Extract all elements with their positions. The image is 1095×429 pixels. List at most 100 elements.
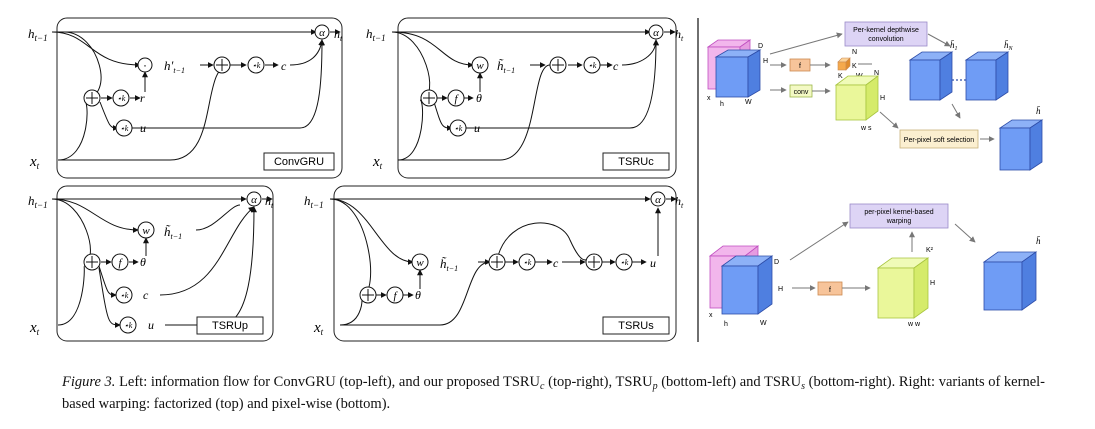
u-label: u — [140, 121, 146, 135]
warp-pixelwise: x h D H W f K² H w w per-pixel kernel-ba… — [708, 203, 1041, 328]
x-in-label: xt — [313, 320, 324, 337]
dim-ws: w s — [860, 125, 872, 132]
w-node — [411, 253, 429, 271]
caption-sub-p: p — [652, 381, 658, 392]
h-in-label: ht−1 — [304, 193, 324, 210]
panel-tag-text: ConvGRU — [274, 156, 324, 168]
dim-N: N — [852, 49, 857, 56]
kernel-label: ⋆k — [120, 291, 129, 300]
dim-D: D — [758, 43, 763, 50]
pixelwise-label-1: per-pixel kernel-based — [864, 209, 933, 216]
alpha-label: α — [319, 27, 325, 39]
panel-frame — [56, 17, 343, 179]
softsel-box — [899, 129, 979, 149]
pixelwise-label-2: warping — [886, 218, 912, 225]
kernel-node — [115, 286, 133, 304]
dim-K: K — [852, 63, 857, 70]
kernel-node — [583, 56, 601, 74]
panel-frame — [333, 185, 677, 342]
panel-tsrup: ht−1 xt ht f θ ⋆k c ⋆k u w h̃t−1 α TSRUp — [28, 185, 274, 342]
kernel-node — [518, 253, 536, 271]
kernel-label: ⋆k — [117, 94, 126, 103]
htilde-label: h̃t−1 — [497, 58, 515, 75]
kernel-node — [112, 89, 130, 107]
dim-H: H — [930, 280, 935, 287]
dim-x: x — [707, 95, 711, 102]
figure-caption: Figure 3. Left: information flow for Con… — [62, 372, 1062, 415]
alpha-node — [246, 191, 262, 207]
w-label: w — [476, 60, 484, 72]
w-node — [137, 221, 155, 239]
alpha-node — [650, 191, 666, 207]
c-label: c — [281, 59, 287, 73]
x-in-label: xt — [372, 154, 383, 171]
warp-factorized: x h H D W Per-kernel depthwise convoluti… — [706, 21, 1044, 171]
h-in-label: ht−1 — [28, 26, 48, 43]
panel-tag-text: TSRUs — [618, 320, 654, 332]
panel-frame — [397, 17, 677, 179]
w-node — [471, 56, 489, 74]
kernel-node — [449, 119, 467, 137]
dim-h: h — [724, 321, 728, 328]
hbar-label: h̄ — [1036, 236, 1041, 246]
kernel-label: ⋆k — [620, 258, 629, 267]
dot-label: · — [143, 58, 147, 72]
x-in-label: xt — [29, 154, 40, 171]
dim-h: h — [720, 101, 724, 108]
dim-D: D — [774, 259, 779, 266]
dim-x: x — [709, 312, 713, 319]
alpha-label: α — [655, 194, 661, 206]
caption-text-4: (bottom-right). Right: variants of kerne… — [62, 374, 1045, 412]
hN-label: h̄N — [1004, 40, 1014, 52]
w-label: w — [142, 225, 150, 237]
w-label: w — [416, 257, 424, 269]
f-node — [111, 253, 129, 271]
dim-W: W — [760, 320, 767, 327]
u-label: u — [650, 256, 656, 270]
kernel-label: ⋆k — [523, 258, 532, 267]
dim-H: H — [778, 286, 783, 293]
kernel-node — [615, 253, 633, 271]
f-node — [447, 89, 465, 107]
dim-H: H — [880, 95, 885, 102]
dim-H: H — [763, 58, 768, 65]
dim-ww: w w — [907, 321, 921, 328]
caption-text-3: (bottom-left) and TSRU — [657, 374, 802, 390]
htilde-label: h̃t−1 — [164, 224, 182, 241]
hprime-label: h′t−1 — [164, 58, 185, 75]
f-node — [386, 286, 404, 304]
panel-tag — [196, 316, 264, 335]
dim-N: N — [874, 70, 879, 77]
caption-text-1: Left: information flow for ConvGRU (top-… — [115, 374, 541, 390]
c-label: c — [613, 59, 619, 73]
kernel-label: ⋆k — [124, 321, 133, 330]
panel-tag-text: TSRUc — [618, 156, 654, 168]
caption-sub-s: s — [801, 381, 805, 392]
u-label: u — [474, 121, 480, 135]
panel-frame — [56, 185, 274, 342]
h-out-label: ht — [675, 27, 684, 43]
panel-tag — [602, 316, 670, 335]
dim-W: W — [745, 99, 752, 106]
kernel-label: ⋆k — [120, 124, 129, 133]
panel-tag — [263, 152, 335, 171]
alpha-node — [314, 24, 330, 40]
panel-tsruc: ht−1 xt ht f θ ⋆k u w h̃t−1 ⋆k c α — [366, 17, 684, 179]
h-out-label: ht — [675, 194, 684, 210]
u-label: u — [148, 318, 154, 332]
panel-tag — [602, 152, 670, 171]
mult-node — [137, 57, 153, 73]
kernel-node — [119, 316, 137, 334]
figure-3: ht−1 xt ht ⋆k ⋆k r u · h′t−1 ⋆k c — [28, 17, 1044, 342]
h1-label: h̄1 — [950, 40, 958, 52]
kernel-node — [115, 119, 133, 137]
h-in-label: ht−1 — [28, 193, 48, 210]
dim-K: K — [838, 73, 843, 80]
hbar-label: h̄ — [1036, 106, 1041, 116]
h-in-label: ht−1 — [366, 26, 386, 43]
caption-text-2: (top-right), TSRU — [544, 374, 653, 390]
softsel-label: Per-pixel soft selection — [904, 137, 975, 144]
depthwise-box — [844, 21, 928, 47]
depthwise-label-2: convolution — [868, 36, 904, 43]
kernel-label: ⋆k — [454, 124, 463, 133]
